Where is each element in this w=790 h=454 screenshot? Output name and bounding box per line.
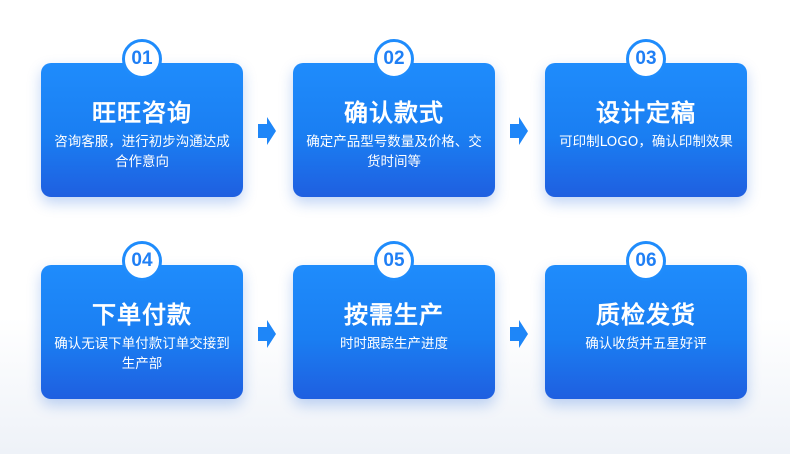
step-description: 确定产品型号数量及价格、交货时间等	[306, 134, 482, 170]
step-card-body	[293, 265, 495, 399]
step-card-body	[41, 63, 243, 197]
step-card-body	[293, 63, 495, 197]
step-number-badge: 01	[122, 39, 162, 79]
step-card-body	[41, 265, 243, 399]
step-number-badge: 04	[122, 241, 162, 281]
arrow-right-icon	[258, 320, 276, 348]
step-card-body	[545, 265, 747, 399]
step-card-5: 05 按需生产 时时跟踪生产进度	[293, 241, 495, 401]
step-card-body	[545, 63, 747, 197]
step-number-badge: 05	[374, 241, 414, 281]
step-title: 设计定稿	[596, 99, 696, 127]
step-card-6: 06 质检发货 确认收货并五星好评	[545, 241, 747, 401]
step-title: 旺旺咨询	[92, 99, 192, 127]
step-description: 确认收货并五星好评	[585, 336, 707, 352]
step-description: 时时跟踪生产进度	[340, 336, 448, 352]
step-number-badge: 03	[626, 39, 666, 79]
step-number-badge: 02	[374, 39, 414, 79]
arrow-right-icon	[258, 117, 276, 145]
arrow-right-icon	[510, 320, 528, 348]
step-title: 质检发货	[596, 301, 696, 329]
step-card-1: 01 旺旺咨询 咨询客服，进行初步沟通达成合作意向	[41, 39, 243, 199]
step-card-4: 04 下单付款 确认无误下单付款订单交接到生产部	[41, 241, 243, 401]
step-title: 按需生产	[344, 301, 444, 329]
step-card-2: 02 确认款式 确定产品型号数量及价格、交货时间等	[293, 39, 495, 199]
step-description: 可印制LOGO，确认印制效果	[559, 134, 733, 150]
step-title: 确认款式	[344, 99, 444, 127]
step-card-3: 03 设计定稿 可印制LOGO，确认印制效果	[545, 39, 747, 199]
arrow-right-icon	[510, 117, 528, 145]
step-description: 确认无误下单付款订单交接到生产部	[54, 336, 230, 372]
step-description: 咨询客服，进行初步沟通达成合作意向	[54, 134, 230, 170]
step-number-badge: 06	[626, 241, 666, 281]
step-title: 下单付款	[92, 301, 192, 329]
